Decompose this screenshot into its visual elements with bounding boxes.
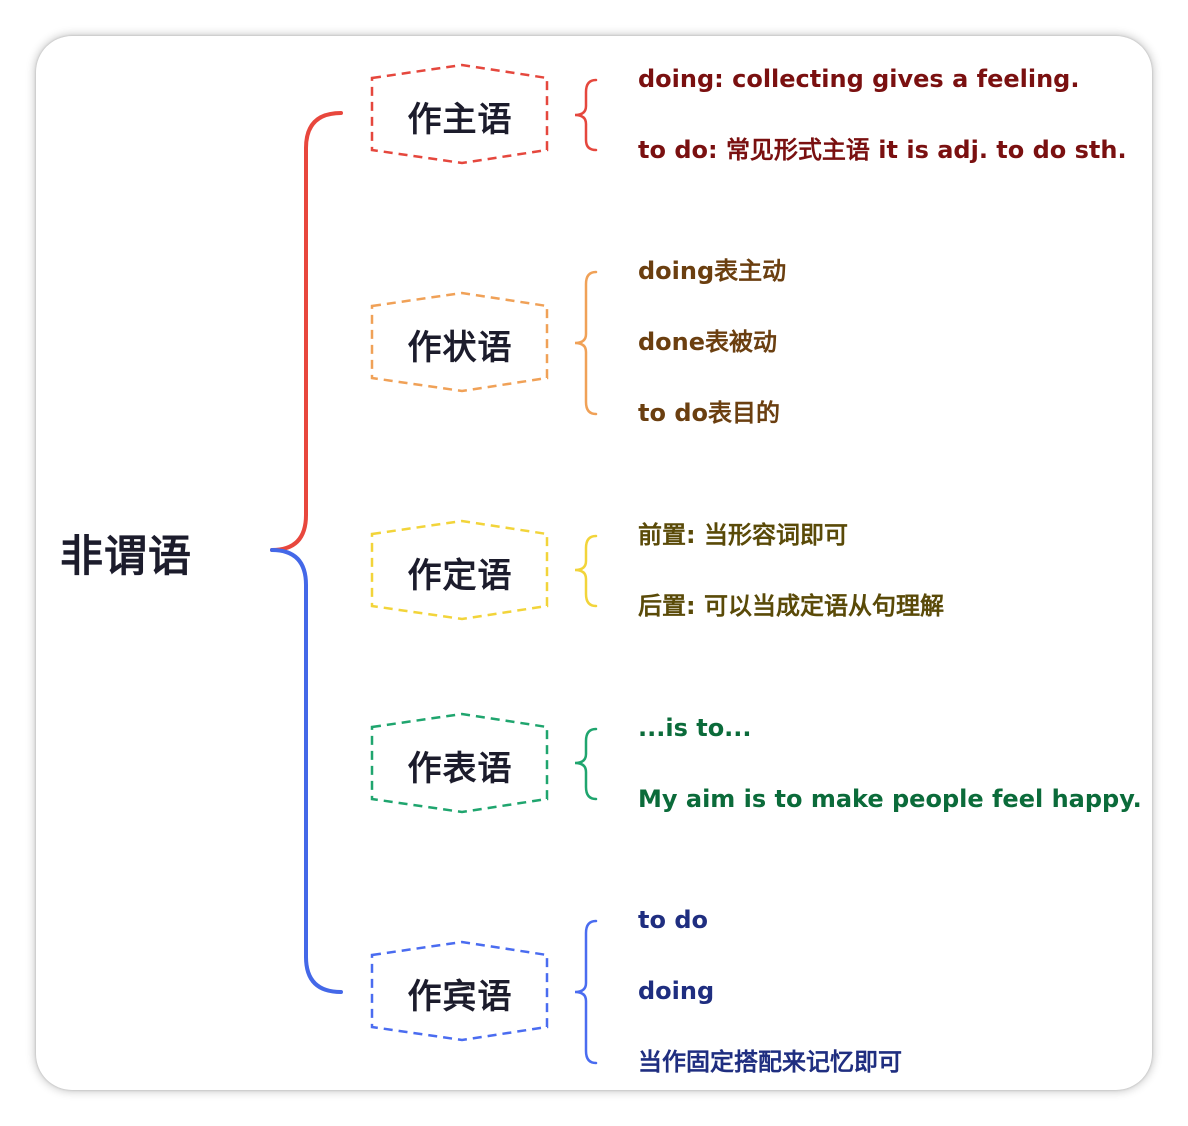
node-object-label: 作宾语 — [407, 977, 513, 1017]
node-predicative-label: 作表语 — [407, 749, 513, 789]
node-attributive-label: 作定语 — [407, 556, 513, 596]
leaf-adverbial-3: to do表目的 — [638, 399, 780, 427]
leaf-adverbial-1: doing表主动 — [638, 257, 787, 285]
leaf-object-3: 当作固定搭配来记忆即可 — [638, 1048, 902, 1076]
brace-object — [574, 919, 598, 1065]
upper-trunk-line — [270, 111, 343, 552]
leaf-subject-1: doing: collecting gives a feeling. — [638, 65, 1080, 93]
leaf-object-1: to do — [638, 906, 708, 934]
leaf-attributive-1: 前置: 当形容词即可 — [638, 521, 848, 549]
root-topic: 非谓语 — [60, 532, 192, 582]
leaf-predicative-1: ...is to... — [638, 714, 752, 742]
brace-subject — [574, 78, 598, 152]
leaf-adverbial-2: done表被动 — [638, 328, 778, 356]
node-subject-label: 作主语 — [407, 100, 513, 140]
brace-adverbial — [574, 270, 598, 416]
brace-predicative — [574, 727, 598, 801]
node-adverbial-label: 作状语 — [407, 328, 513, 368]
node-predicative-frame — [370, 712, 549, 814]
mindmap-card — [36, 36, 1152, 1090]
brace-attributive — [574, 534, 598, 608]
node-attributive-frame — [370, 519, 549, 621]
node-object-frame — [370, 940, 549, 1042]
leaf-attributive-2: 后置: 可以当成定语从句理解 — [638, 592, 944, 620]
leaf-subject-2: to do: 常见形式主语 it is adj. to do sth. — [638, 136, 1127, 164]
node-adverbial-frame — [370, 291, 549, 393]
node-subject-frame — [370, 63, 549, 165]
leaf-predicative-2: My aim is to make people feel happy. — [638, 785, 1142, 813]
leaf-object-2: doing — [638, 977, 715, 1005]
lower-trunk-line — [270, 548, 343, 994]
